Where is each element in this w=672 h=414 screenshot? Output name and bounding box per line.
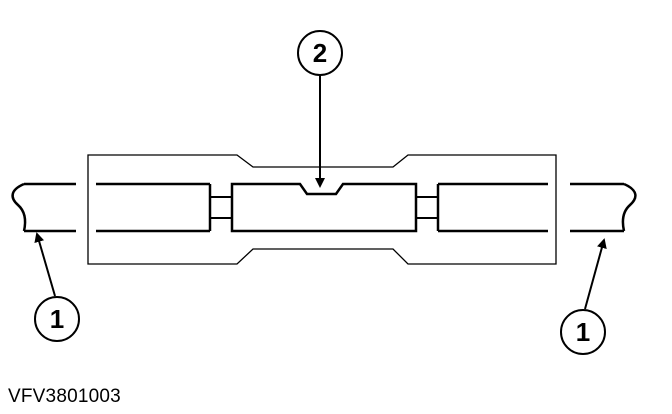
figure-id: VFV3801003: [8, 386, 121, 407]
callout-2: 2: [297, 30, 343, 76]
left-wire: [11, 182, 76, 233]
leader-arrow-1-left: [34, 232, 56, 297]
callout-2-label: 2: [313, 38, 327, 68]
splice-sleeve: [87, 154, 557, 265]
callout-1-left: 1: [34, 296, 80, 342]
callout-1-right: 1: [560, 309, 606, 355]
left-strand-stub: [209, 196, 233, 219]
crimp-barrel: [230, 182, 418, 233]
right-strand-stub: [415, 196, 439, 219]
callout-1-right-label: 1: [576, 317, 590, 347]
callout-1-left-label: 1: [50, 304, 64, 334]
right-inner-conductor: [436, 182, 548, 233]
left-inner-conductor: [96, 182, 212, 233]
leader-arrow-1-right: [584, 238, 607, 310]
right-wire: [570, 182, 637, 233]
